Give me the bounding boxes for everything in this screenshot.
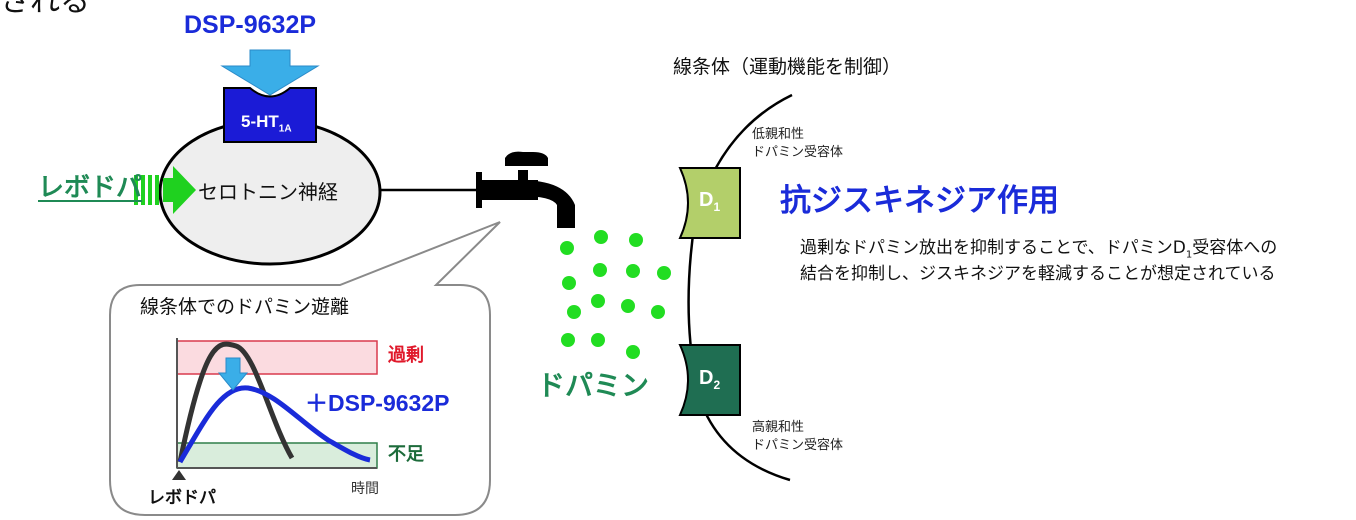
excess-label: 過剰 <box>388 345 424 366</box>
d2-affinity-line1: 高親和性 <box>752 420 805 435</box>
5ht1a-receptor-label: 5-HT1A <box>241 112 292 135</box>
levodopa-only-curve <box>177 341 295 463</box>
d2-affinity-line2: ドパミン受容体 <box>752 438 844 453</box>
inset-title: 線条体でのドパミン遊離 <box>140 296 350 318</box>
faucet-icon <box>476 151 575 228</box>
effect-title: 抗ジスキネジア作用 <box>780 183 1059 218</box>
levodopa-label: レボドパ <box>38 172 143 202</box>
d1-affinity-line1: 低親和性 <box>752 127 805 142</box>
striatum-membrane <box>687 93 793 482</box>
d1-affinity-line2: ドパミン受容体 <box>752 145 844 160</box>
d2-receptor-label: D2 <box>699 367 721 392</box>
shortage-label: 不足 <box>388 444 424 465</box>
5ht1a-receptor-shape <box>223 87 317 143</box>
levodopa-arrow <box>134 166 196 214</box>
drug-binding-arrow <box>220 49 320 96</box>
with-drug-label: ＋DSP-9632P <box>305 390 450 416</box>
effect-description-line2: 結合を抑制し、ジスキネジアを軽減することが想定されている <box>800 264 1276 284</box>
effect-description-line1: 過剰なドパミン放出を抑制することで、ドパミンD1受容体への <box>800 238 1278 261</box>
inset-chart <box>172 338 378 480</box>
d1-receptor-shape <box>678 167 741 239</box>
excess-zone <box>176 340 378 375</box>
time-axis-label: 時間 <box>351 481 379 497</box>
with-drug-curve <box>177 385 371 464</box>
dopamine-label: ドパミン <box>537 370 650 401</box>
striatum-title: 線条体（運動機能を制御） <box>673 56 902 78</box>
drug-name-label: DSP-9632P <box>184 11 317 39</box>
d2-receptor-shape <box>678 344 741 416</box>
serotonin-neuron-label: セロトニン神経 <box>198 180 338 204</box>
dopamine-molecules <box>560 230 671 359</box>
shortage-zone <box>176 442 378 469</box>
suppression-arrow <box>217 357 249 391</box>
top-text-fragment: される <box>0 0 90 19</box>
levodopa-dose-label: レボドパ <box>148 488 216 507</box>
d1-receptor-label: D1 <box>699 189 721 214</box>
levodopa-dose-marker <box>172 470 186 480</box>
